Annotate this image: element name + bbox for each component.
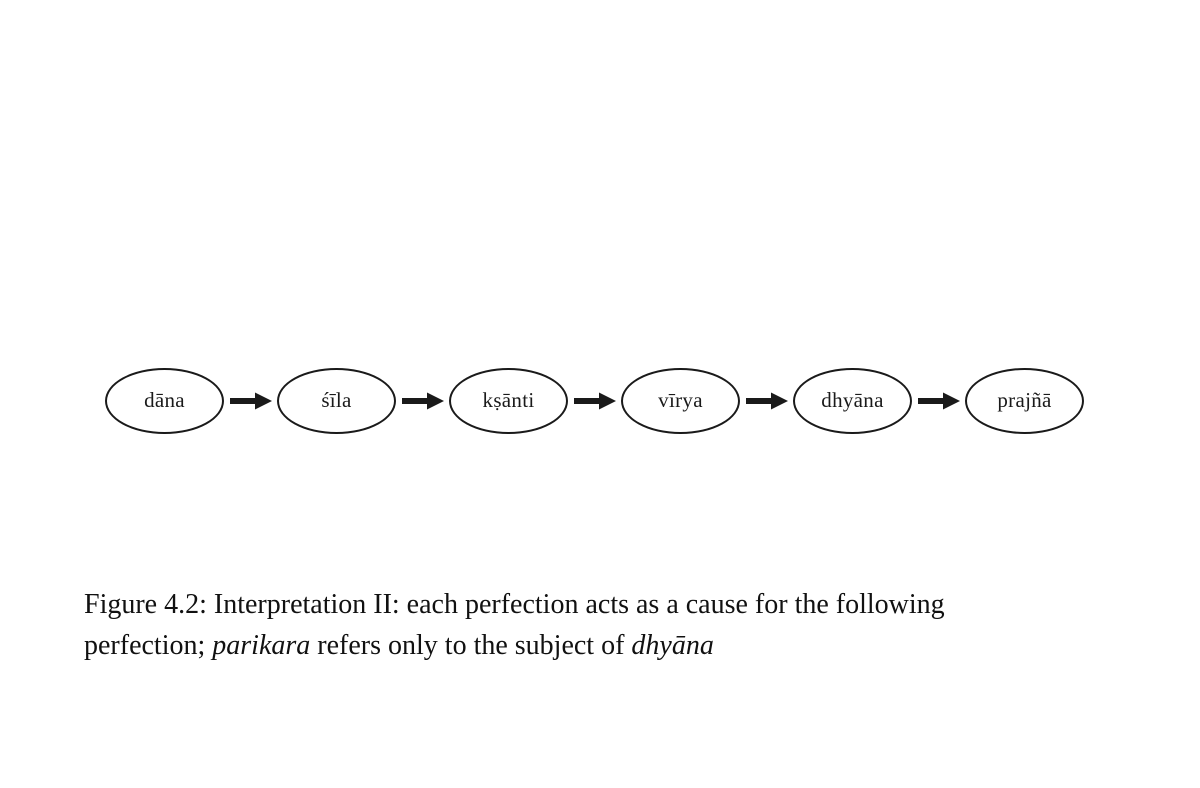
diagram-node: vīrya [621,368,740,434]
figure-caption-line: perfection; parikara refers only to the … [84,625,1144,666]
caption-segment: parikara [212,630,311,661]
diagram-node: prajñā [965,368,1084,434]
diagram-node: śīla [277,368,396,434]
diagram-node: dhyāna [793,368,912,434]
caption-segment: perfection; [84,630,213,661]
caption-segment: dhyāna [631,630,714,661]
diagram-node-label: dāna [144,387,185,412]
right-arrow-icon [396,368,449,434]
diagram-node-label: śīla [321,387,352,412]
right-arrow-icon [912,368,965,434]
diagram-node-label: kṣānti [482,387,535,412]
caption-segment: refers only to the subject of [310,630,632,661]
right-arrow-icon [740,368,793,434]
diagram-node: dāna [105,368,224,434]
diagram-node-label: prajñā [997,387,1052,412]
diagram-node-label: dhyāna [821,387,884,412]
right-arrow-icon [568,368,621,434]
right-arrow-icon [224,368,277,434]
diagram-node: kṣānti [449,368,568,434]
diagram-node-label: vīrya [658,387,703,412]
figure-caption-line: Figure 4.2: Interpretation II: each perf… [84,584,1144,625]
perfections-sequence-diagram: dāna śīla kṣānti vīrya dhyāna prajñā [105,368,1084,434]
figure-caption: Figure 4.2: Interpretation II: each perf… [84,584,1144,666]
caption-segment: Figure 4.2: Interpretation II: each perf… [84,589,945,620]
